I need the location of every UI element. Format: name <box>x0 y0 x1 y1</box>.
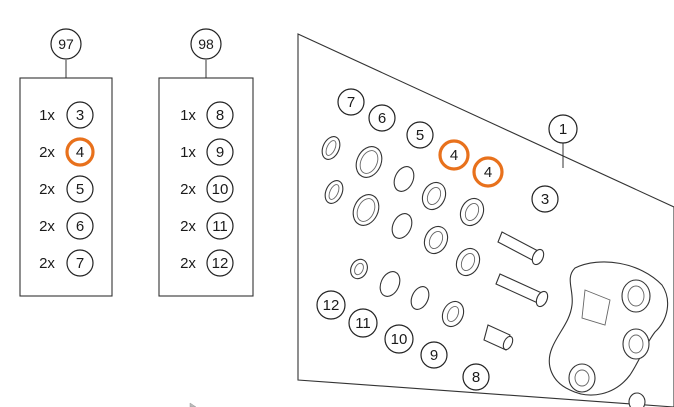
kit-item-part-circle[interactable] <box>66 249 94 277</box>
svg-text:4: 4 <box>484 164 492 181</box>
kit-item-part-circle[interactable] <box>206 249 234 277</box>
o-ring-part <box>391 213 413 239</box>
kit-item-part-circle[interactable] <box>206 101 234 129</box>
kit-item-row: 2x 7 <box>39 249 94 277</box>
svg-text:11: 11 <box>355 315 371 332</box>
kit-item-row: 1x 9 <box>180 138 234 166</box>
kit-98-box <box>158 77 254 297</box>
svg-text:7: 7 <box>347 94 355 111</box>
piston-part <box>421 181 447 211</box>
kit-item-part-number: 11 <box>212 218 228 235</box>
kit-item-qty: 2x <box>180 255 196 272</box>
kit-97-box <box>19 77 113 297</box>
kit-item-part-circle[interactable] <box>206 175 234 203</box>
seal-ring-part <box>321 136 341 160</box>
dust-seal-part <box>355 146 383 178</box>
parts-group <box>189 136 669 407</box>
kit-item-qty: 2x <box>39 181 55 198</box>
kit-item-row: 1x 3 <box>39 101 94 129</box>
svg-text:6: 6 <box>378 110 386 127</box>
kit-98-number: 98 <box>198 36 214 52</box>
svg-text:9: 9 <box>430 347 438 364</box>
cursor-arrow-icon <box>189 402 197 407</box>
kit-item-part-circle-highlighted[interactable] <box>65 137 95 167</box>
svg-text:3: 3 <box>541 191 549 208</box>
callout-12[interactable]: 12 <box>316 290 346 320</box>
callout-1[interactable]: 1 <box>548 114 578 144</box>
kit-97-callout[interactable] <box>50 28 82 60</box>
kit-item-qty: 1x <box>39 107 55 124</box>
callout-8[interactable]: 8 <box>462 363 490 391</box>
kit-item-part-number: 8 <box>216 107 224 124</box>
guide-pin-part <box>495 273 549 308</box>
kit-item-part-number: 5 <box>76 181 84 198</box>
kit-item-part-number: 9 <box>216 144 224 161</box>
kit-item-qty: 2x <box>39 218 55 235</box>
svg-text:12: 12 <box>323 297 340 314</box>
callout-4-highlighted[interactable]: 4 <box>472 156 504 188</box>
piston-part <box>441 300 465 328</box>
kit-item-row: 2x 5 <box>39 175 94 203</box>
kit-98: 98 1x 8 1x 9 2x 10 2x 11 2x 12 <box>158 28 254 297</box>
seal-ring-part <box>324 180 344 204</box>
kit-98-callout[interactable] <box>190 28 222 60</box>
kit-item-part-circle[interactable] <box>66 175 94 203</box>
o-ring-part <box>393 166 415 192</box>
kit-item-qty: 2x <box>180 218 196 235</box>
svg-text:8: 8 <box>472 369 480 386</box>
bolt-head <box>628 392 646 407</box>
kit-item-qty: 2x <box>39 255 55 272</box>
piston-part <box>423 225 449 255</box>
piston-part <box>455 247 481 277</box>
piston-part <box>459 197 485 227</box>
kit-item-part-number: 12 <box>212 255 229 272</box>
kit-item-qty: 2x <box>39 144 55 161</box>
kit-item-part-number: 10 <box>212 181 229 198</box>
guide-pin-part <box>497 231 545 266</box>
kit-item-part-circle[interactable] <box>66 101 94 129</box>
kit-item-row: 2x 11 <box>180 212 234 240</box>
callout-3[interactable]: 3 <box>531 185 559 213</box>
callout-9[interactable]: 9 <box>420 341 448 369</box>
svg-text:4: 4 <box>450 147 458 164</box>
o-ring-part <box>410 286 430 310</box>
kit-item-part-circle[interactable] <box>206 138 234 166</box>
bleed-cap-part <box>350 258 368 280</box>
kit-97-number: 97 <box>58 36 74 52</box>
kit-item-qty: 1x <box>180 107 196 124</box>
kit-item-part-number: 3 <box>76 107 84 124</box>
dust-seal-part <box>352 194 380 226</box>
kit-item-part-circle[interactable] <box>66 212 94 240</box>
kit-item-part-number: 4 <box>76 144 84 161</box>
callout-6[interactable]: 6 <box>368 104 396 132</box>
callout-10[interactable]: 10 <box>384 324 414 354</box>
kit-item-row: 2x 12 <box>180 249 234 277</box>
kit-item-qty: 1x <box>180 144 196 161</box>
callout-7[interactable]: 7 <box>337 88 365 116</box>
kit-item-part-number: 7 <box>76 255 84 272</box>
kit-item-row: 2x 10 <box>180 175 234 203</box>
kit-item-row: 2x 4 <box>39 137 95 167</box>
kit-item-part-number: 6 <box>76 218 84 235</box>
callout-4-highlighted[interactable]: 4 <box>438 139 470 171</box>
svg-text:10: 10 <box>391 331 408 348</box>
svg-text:5: 5 <box>416 127 424 144</box>
kit-item-part-circle[interactable] <box>206 212 234 240</box>
callout-5[interactable]: 5 <box>406 121 434 149</box>
kit-item-row: 1x 8 <box>180 101 234 129</box>
kit-97: 97 1x 3 2x 4 2x 5 2x 6 2x 7 <box>19 28 113 297</box>
kit-item-row: 2x 6 <box>39 212 94 240</box>
kit-item-qty: 2x <box>180 181 196 198</box>
svg-text:1: 1 <box>559 121 567 138</box>
ring-part <box>379 271 401 297</box>
sleeve-part <box>483 324 514 351</box>
callout-11[interactable]: 11 <box>348 308 378 338</box>
caliper-body-part <box>548 261 669 407</box>
